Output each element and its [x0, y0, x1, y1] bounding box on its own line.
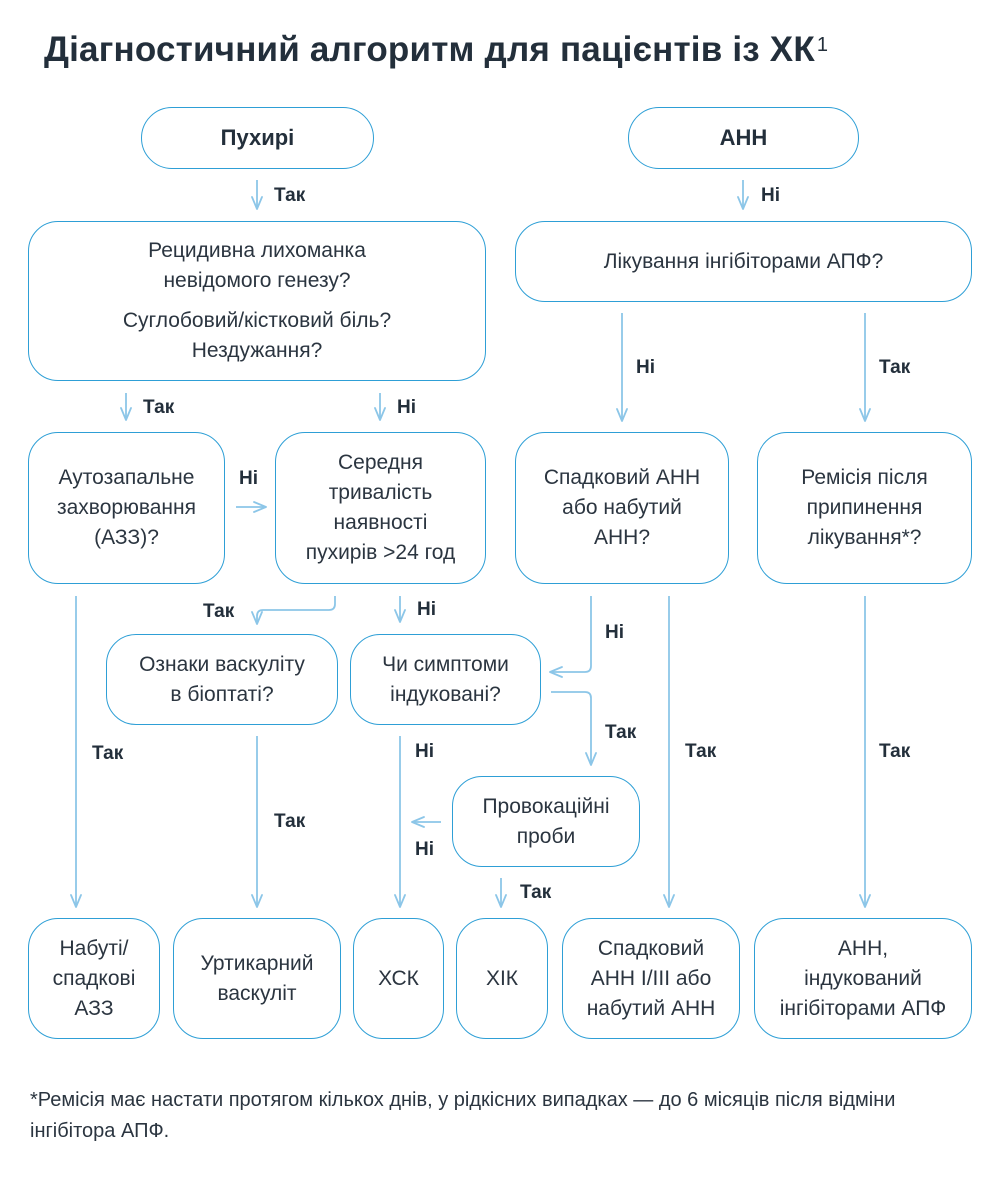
label-no: Ні: [397, 397, 416, 418]
label-yes: Так: [274, 185, 306, 206]
node-question-autoinflammatory: Аутозапальне захворювання (АЗЗ)?: [28, 432, 225, 584]
result-csu: ХСК: [353, 918, 444, 1039]
result-acquired-hereditary-aid: Набуті/ спадкові АЗЗ: [28, 918, 160, 1039]
arrow-hered-no: [549, 596, 592, 678]
label-no: Ні: [239, 468, 258, 489]
label-no: Ні: [605, 622, 624, 643]
label-no: Ні: [415, 741, 434, 762]
footnote: *Ремісія має настати протягом кількох дн…: [30, 1089, 896, 1142]
page-title: Діагностичний алгоритм для пацієнтів із …: [44, 30, 829, 69]
node-provocation-tests: Провокаційні проби: [452, 776, 640, 867]
node-question-induced: Чи симптоми індуковані?: [350, 634, 541, 725]
result-cindu: ХІК: [456, 918, 548, 1039]
label-no: Ні: [417, 599, 436, 620]
arrow-duration-yes: [251, 596, 336, 625]
label-yes: Так: [605, 722, 637, 743]
label-yes: Так: [143, 397, 175, 418]
node-question-remission: Ремісія після припинення лікування*?: [757, 432, 972, 584]
arrow-induced-yes: [551, 691, 597, 766]
result-urticarial-vasculitis: Уртикарний васкуліт: [173, 918, 341, 1039]
node-angioedema: АНН: [628, 107, 859, 169]
label-yes: Так: [685, 741, 717, 762]
node-question-vasculitis: Ознаки васкуліту в біоптаті?: [106, 634, 338, 725]
label-no: Ні: [415, 839, 434, 860]
result-hereditary-acquired-ae: Спадковий АНН І/ІІІ або набутий АНН: [562, 918, 740, 1039]
label-yes: Так: [203, 601, 235, 622]
label-yes: Так: [520, 882, 552, 903]
label-yes: Так: [879, 357, 911, 378]
label-no: Ні: [761, 185, 780, 206]
result-acei-induced-ae: АНН, індукований інгібіторами АПФ: [754, 918, 972, 1039]
node-question-duration: Середня тривалість наявності пухирів >24…: [275, 432, 486, 584]
label-no: Ні: [636, 357, 655, 378]
label-yes: Так: [879, 741, 911, 762]
node-question-ace-inhibitors: Лікування інгібіторами АПФ?: [515, 221, 972, 302]
node-question-hereditary: Спадковий АНН або набутий АНН?: [515, 432, 729, 584]
node-wheals: Пухирі: [141, 107, 374, 169]
node-question-fever: Рецидивна лихоманка невідомого генезу? С…: [28, 221, 486, 381]
label-yes: Так: [92, 743, 124, 764]
label-yes: Так: [274, 811, 306, 832]
